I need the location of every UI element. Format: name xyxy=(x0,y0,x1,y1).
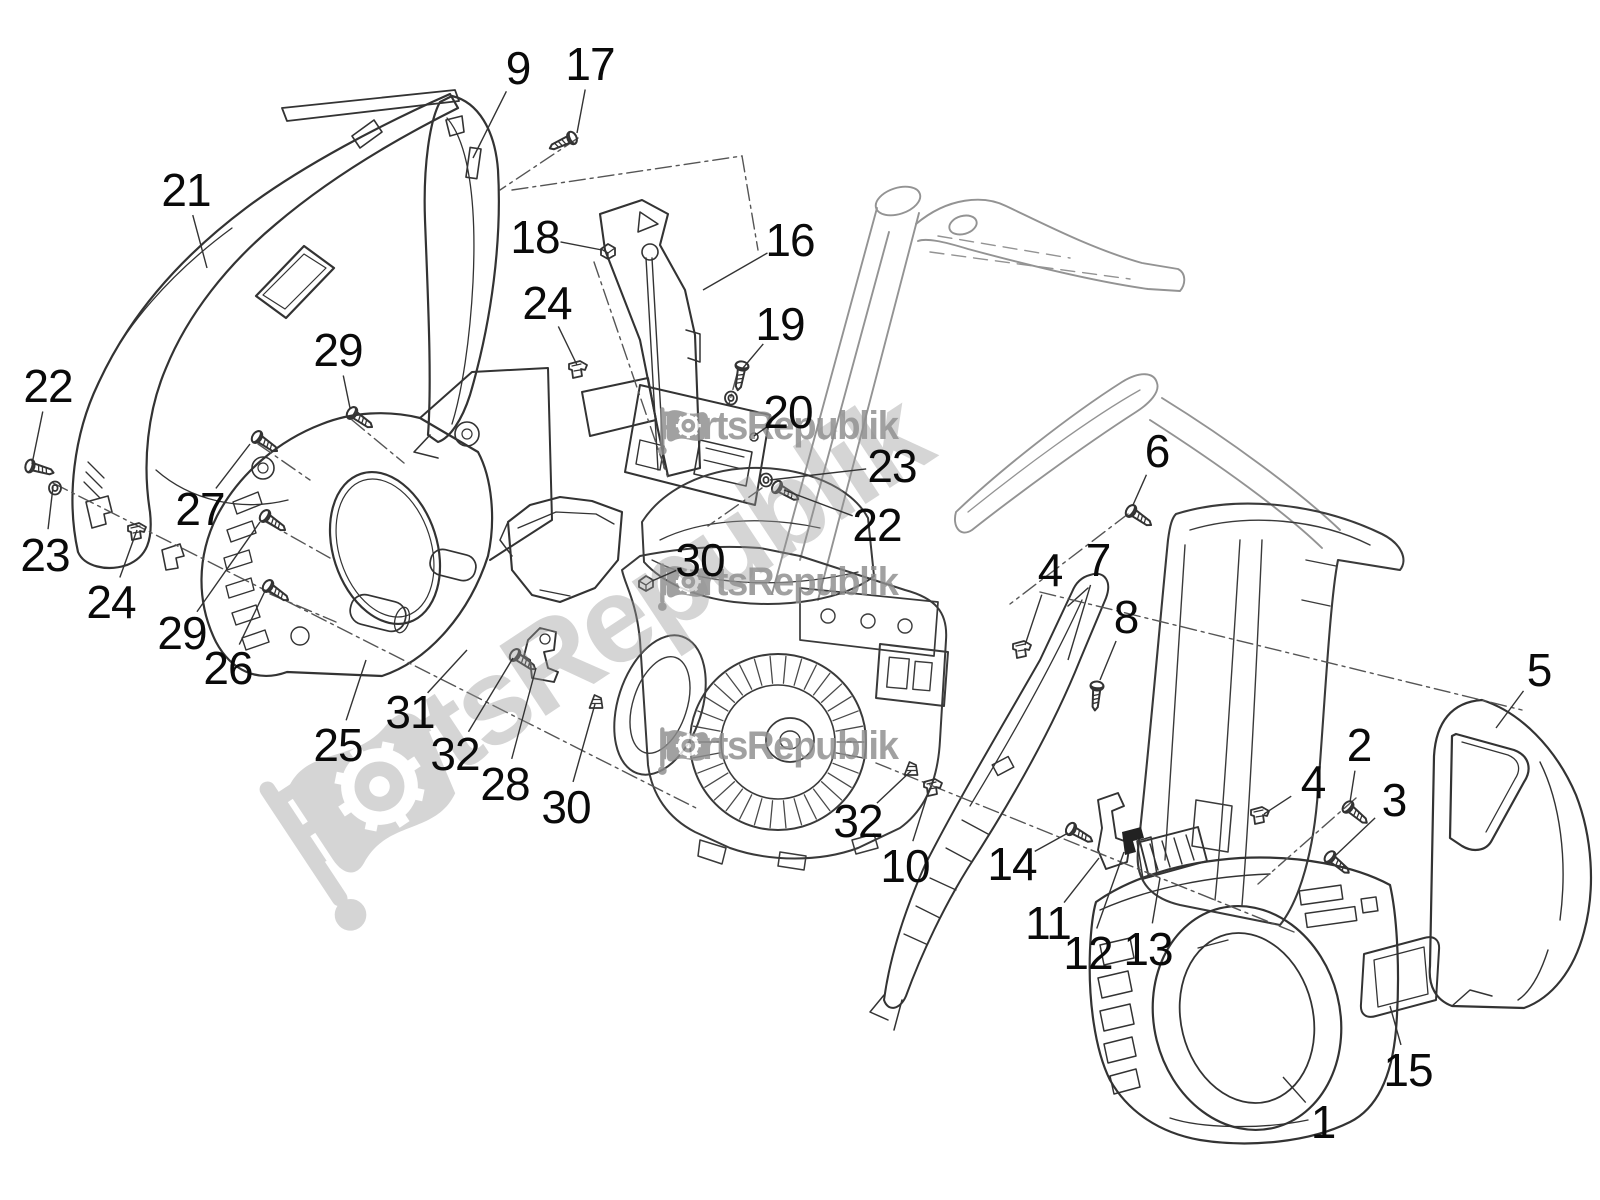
spring-clip-icon xyxy=(1250,806,1270,825)
support-bracket-16 xyxy=(598,198,702,478)
fin-line xyxy=(704,772,729,788)
axis-line xyxy=(593,261,669,479)
fin-line xyxy=(725,788,744,812)
axis-line xyxy=(257,443,311,481)
axis-line xyxy=(707,487,763,527)
fin-line xyxy=(725,672,744,696)
fin-line xyxy=(812,788,831,812)
bracket-31 xyxy=(523,627,559,683)
fin-line xyxy=(739,794,753,820)
fin-line xyxy=(832,762,859,774)
fin-line xyxy=(803,664,817,690)
spring-clip-icon xyxy=(1012,640,1032,659)
washer-icon xyxy=(759,472,773,488)
screw-icon xyxy=(22,457,57,481)
fin-line xyxy=(803,794,817,820)
fin-line xyxy=(692,725,721,732)
axis-line xyxy=(1257,797,1357,885)
axis-line xyxy=(875,762,1295,933)
fin-line xyxy=(782,800,787,829)
screw-icon xyxy=(1122,502,1156,532)
fin-line xyxy=(782,655,787,684)
axis-line xyxy=(1039,591,1523,711)
fin-line xyxy=(793,798,803,826)
axis-line xyxy=(511,155,743,191)
fasteners xyxy=(22,129,1372,879)
screw-icon xyxy=(256,507,290,537)
axis-line xyxy=(1009,513,1129,605)
screw-icon xyxy=(546,129,580,156)
assembly-axis-lines xyxy=(52,137,1523,933)
fin-line xyxy=(769,800,774,829)
nut-clip-icon xyxy=(638,575,654,592)
latch-11 xyxy=(1097,792,1131,870)
cover-panel-9 xyxy=(413,94,500,459)
spring-clip-icon xyxy=(568,360,588,379)
fin-line xyxy=(827,772,852,788)
axis-line xyxy=(499,137,579,191)
engine-crankcase xyxy=(613,466,949,871)
air-duct-28 xyxy=(499,495,624,604)
fin-line xyxy=(820,781,843,801)
frame-assembly xyxy=(771,185,1341,601)
fin-line xyxy=(769,655,774,684)
fin-line xyxy=(812,672,831,696)
latch-group xyxy=(1097,792,1208,880)
inspection-lid-15 xyxy=(1359,936,1441,1018)
fin-line xyxy=(704,696,729,712)
axis-line xyxy=(728,373,738,405)
fin-line xyxy=(753,798,763,826)
washer-icon xyxy=(724,390,738,406)
fin-line xyxy=(820,683,843,703)
ecu-assembly xyxy=(581,377,771,506)
screw-icon xyxy=(343,404,377,434)
grille-13 xyxy=(1139,826,1208,878)
fin-line xyxy=(793,658,803,686)
grommet-icon xyxy=(588,694,604,709)
fin-line xyxy=(827,696,852,712)
fin-line xyxy=(739,664,753,690)
axis-line xyxy=(741,155,759,251)
screw-icon xyxy=(506,646,540,676)
axis-line xyxy=(351,419,405,464)
grommet-icon xyxy=(903,761,919,776)
screw-icon xyxy=(248,428,282,458)
screw-icon xyxy=(1062,820,1097,848)
screw-icon xyxy=(1321,848,1354,879)
axis-line xyxy=(52,482,701,811)
fin-line xyxy=(753,658,763,686)
belt-cover-21 xyxy=(71,89,460,571)
screw-icon xyxy=(1339,798,1372,829)
fin-line xyxy=(697,762,724,774)
side-panel-5 xyxy=(1428,698,1593,1010)
rear-panel xyxy=(1136,502,1405,927)
fin-line xyxy=(692,752,721,759)
fin-line xyxy=(713,781,736,801)
hook-12 xyxy=(1122,827,1144,855)
air-channel-7 xyxy=(869,572,1110,1031)
screw-icon xyxy=(1087,679,1105,712)
fan-cover-1 xyxy=(1088,856,1400,1145)
fin-line xyxy=(832,710,859,722)
fin-line xyxy=(835,752,864,759)
nut-clip-icon xyxy=(600,243,616,260)
backplate-25 xyxy=(200,367,553,678)
fin-line xyxy=(835,725,864,732)
fin-line xyxy=(713,683,736,703)
